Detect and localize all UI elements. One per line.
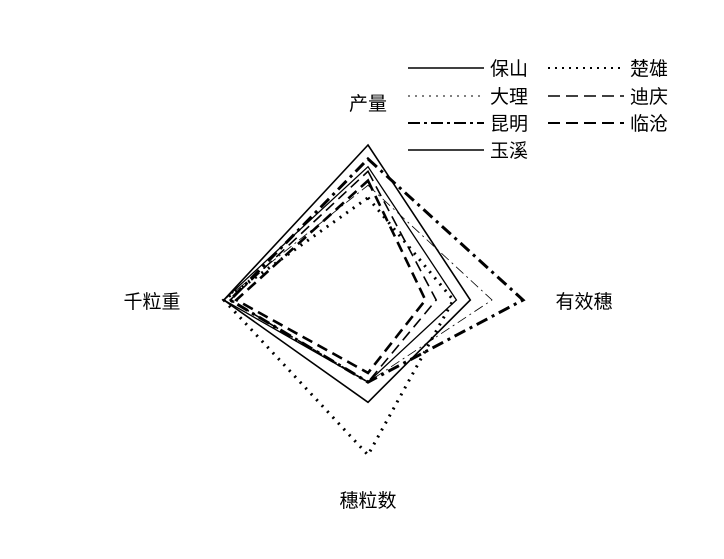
series-polygon-lincang	[234, 178, 427, 375]
axis-label-effective-panicles: 有效穗	[555, 291, 612, 313]
legend: 保山 楚雄 大理 迪庆 昆明 临沧 玉溪	[408, 58, 668, 162]
legend-label-baoshan: 保山	[490, 58, 528, 80]
legend-label-diqing: 迪庆	[630, 86, 668, 108]
series-layer	[221, 143, 526, 458]
series-polygon-chuxiong	[221, 195, 456, 458]
legend-label-yuxi: 玉溪	[490, 140, 528, 162]
series-polygon-yuxi	[222, 165, 458, 383]
axis-label-yield: 产量	[349, 93, 387, 115]
series-polygon-dali	[223, 184, 493, 383]
legend-label-lincang: 临沧	[630, 113, 668, 135]
legend-label-kunming: 昆明	[490, 113, 528, 135]
series-polygon-baoshan	[222, 143, 472, 404]
axis-label-grains-per-panicle: 穗粒数	[339, 490, 396, 512]
series-polygon-kunming	[227, 156, 526, 384]
legend-label-chuxiong: 楚雄	[630, 58, 668, 80]
legend-label-dali: 大理	[490, 86, 528, 108]
axis-label-thousand-grain-weight: 千粒重	[123, 291, 180, 313]
